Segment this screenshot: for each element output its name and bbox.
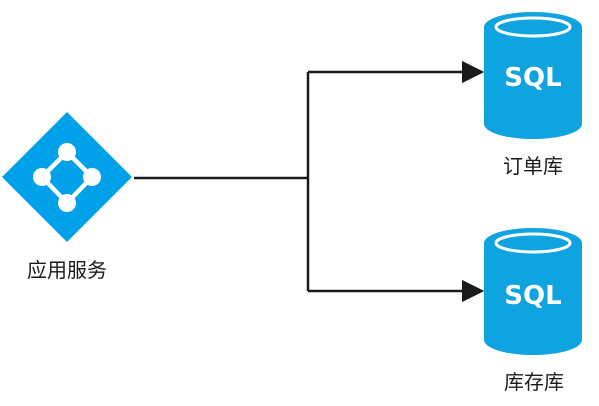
order-db-cylinder (484, 27, 582, 139)
app-service-diamond (2, 112, 132, 242)
inventory-db-node[interactable]: SQL (484, 228, 582, 355)
order-db-node[interactable]: SQL (484, 12, 582, 139)
network-node-top (58, 143, 76, 161)
network-node-bottom (58, 194, 76, 212)
order-db-label: 订单库 (503, 154, 563, 178)
order-db-sql-text: SQL (504, 63, 561, 93)
network-diamond-icon (2, 112, 132, 242)
connectors (134, 60, 485, 303)
app-service-label: 应用服务 (27, 258, 107, 282)
inventory-db-label: 库存库 (504, 370, 564, 394)
database-icon: SQL (484, 228, 582, 355)
database-icon: SQL (484, 12, 582, 139)
inventory-db-sql-text: SQL (504, 281, 561, 311)
app-service-node[interactable] (2, 112, 132, 242)
inventory-db-cylinder (484, 243, 582, 355)
inventory-db-top-ring (494, 232, 572, 254)
network-node-left (33, 168, 51, 186)
network-node-right (83, 168, 101, 186)
order-db-top-ring (494, 16, 572, 38)
